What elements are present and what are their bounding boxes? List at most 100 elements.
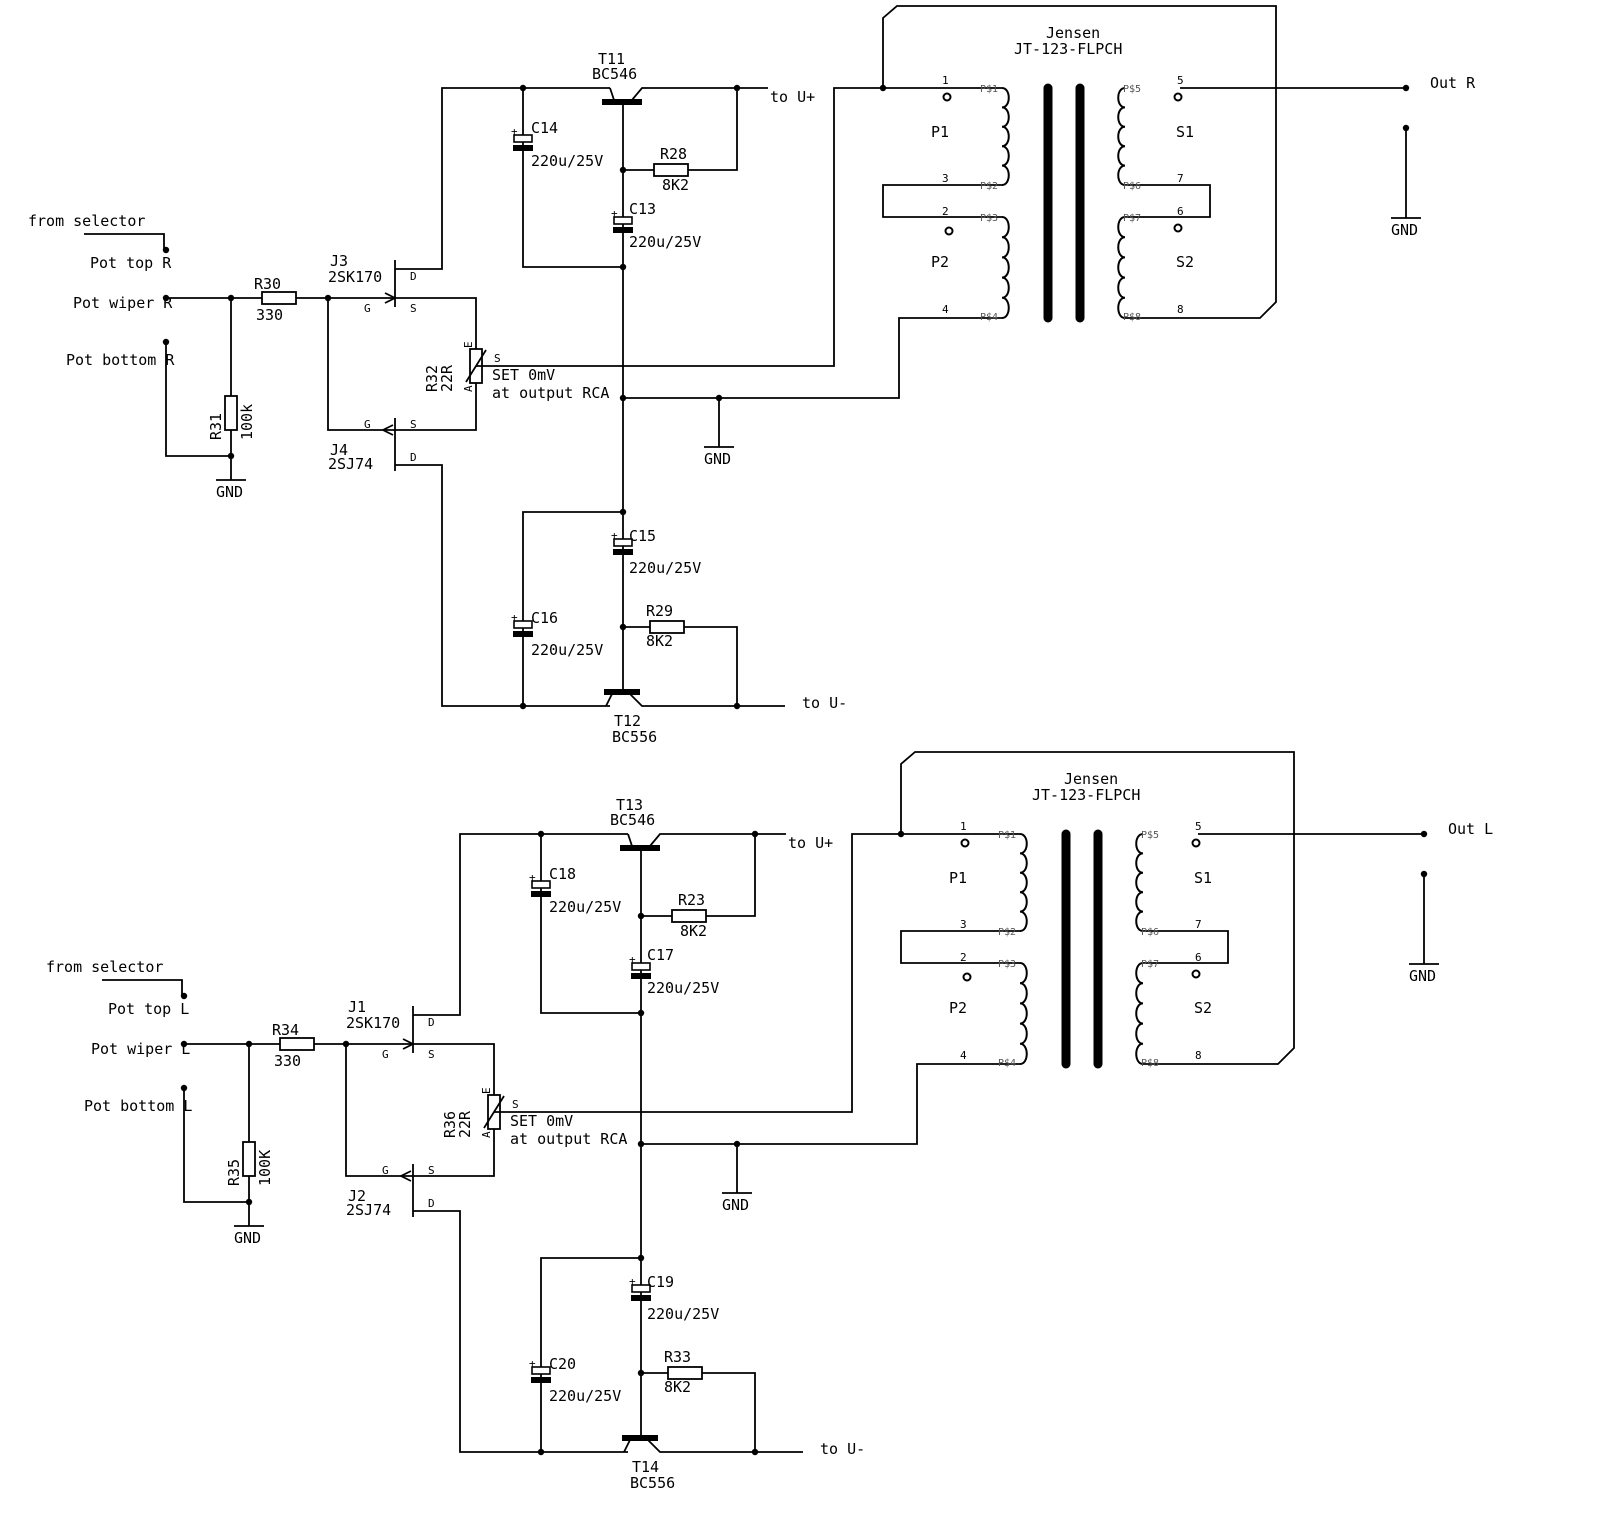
cap-c13-value: 220u/25V xyxy=(629,233,701,251)
jfet-p-part: 2SJ74 xyxy=(328,455,373,473)
p1-phase-dot xyxy=(960,838,970,848)
p1-phase-dot xyxy=(942,92,952,102)
pnp-part: BC556 xyxy=(630,1474,675,1492)
junction-dot xyxy=(1402,84,1410,92)
wire-c14 xyxy=(540,834,641,1014)
pad-label: P$7 xyxy=(1123,213,1141,224)
jfet-p-arrow xyxy=(398,1170,412,1182)
s1-phase-dot xyxy=(1173,92,1183,102)
cap-c15-ref: C15 xyxy=(629,527,656,545)
wire-pot-bottom xyxy=(165,342,231,457)
winding-s1 xyxy=(1135,833,1144,932)
wire-jfet-p-drain xyxy=(395,464,610,707)
winding-s1 xyxy=(1117,87,1126,186)
junction-dot xyxy=(637,1009,645,1017)
capacitor-plus-sign: + xyxy=(511,611,518,624)
winding-s2 xyxy=(1135,962,1144,1065)
label-pot-top: Pot top R xyxy=(90,254,172,272)
trimmer-pin-s: S xyxy=(494,352,501,365)
wire-jfet-n-drain xyxy=(413,833,628,1016)
resistor-shunt xyxy=(242,1141,256,1177)
jfet-p-pin-d: D xyxy=(428,1197,435,1210)
jfet-n-pin-d: D xyxy=(410,270,417,283)
capacitor-c16: + xyxy=(529,1357,551,1383)
capacitor-c14: + xyxy=(511,125,533,151)
winding-p2 xyxy=(1001,216,1010,319)
resistor-bottom xyxy=(667,1366,703,1380)
gnd-label: GND xyxy=(1391,221,1418,239)
junction-dot xyxy=(537,1448,545,1456)
pnp-ref: T14 xyxy=(632,1458,659,1476)
label-pot-bottom: Pot bottom R xyxy=(66,351,175,369)
pin-number: 2 xyxy=(960,951,967,964)
capacitor-plus-sign: + xyxy=(611,529,618,542)
wire-from-selector xyxy=(84,233,165,249)
label-pot-bottom: Pot bottom L xyxy=(84,1097,192,1115)
transformer-outline xyxy=(882,5,1277,319)
r-bottom-value: 8K2 xyxy=(646,632,673,650)
gnd-label: GND xyxy=(1409,967,1436,985)
jfet-p-part: 2SJ74 xyxy=(346,1201,391,1219)
wire-pnp-emitter xyxy=(623,1439,631,1453)
cap-c13-value: 220u/25V xyxy=(647,979,719,997)
label-from-selector: from selector xyxy=(46,958,163,976)
wire-npn-emitter xyxy=(627,833,633,847)
wire-npn-collector xyxy=(649,833,786,847)
winding-label-s1: S1 xyxy=(1194,869,1212,887)
winding-p2 xyxy=(1019,962,1028,1065)
capacitor-plus-sign: + xyxy=(529,1357,536,1370)
label-pot-top: Pot top L xyxy=(108,1000,189,1018)
wire-npn-collector xyxy=(631,87,768,101)
pnp-part: BC556 xyxy=(612,728,657,746)
wire-trimmer-wiper xyxy=(476,87,885,367)
cap-c14-value: 220u/25V xyxy=(531,152,603,170)
capacitor-plus-sign: + xyxy=(629,1275,636,1288)
capacitor-plus-sign: + xyxy=(511,125,518,138)
wire-pot-bottom xyxy=(183,1088,249,1203)
wire-jfet-p-drain xyxy=(413,1210,628,1453)
npn-ref: T13 xyxy=(616,796,643,814)
pad-label: P$2 xyxy=(980,181,998,192)
resistor-series xyxy=(279,1037,315,1051)
resistor-series xyxy=(261,291,297,305)
capacitor-positive-plate xyxy=(613,216,633,225)
capacitor-positive-plate xyxy=(513,620,533,629)
wire-from-selector xyxy=(102,979,183,995)
series-resistor-value: 330 xyxy=(256,306,283,324)
cap-c13-ref: C13 xyxy=(629,200,656,218)
trim-note-line2: at output RCA xyxy=(510,1130,627,1148)
capacitor-plus-sign: + xyxy=(611,207,618,220)
gnd-label: GND xyxy=(234,1229,261,1247)
pad-label: P$6 xyxy=(1123,181,1141,192)
series-resistor-ref: R34 xyxy=(272,1021,299,1039)
transformer-outline xyxy=(900,751,1295,1065)
pin-number: 2 xyxy=(942,205,949,218)
capacitor-positive-plate xyxy=(531,880,551,889)
pad-label: P$6 xyxy=(1141,927,1159,938)
winding-label-p1: P1 xyxy=(949,869,967,887)
wire-secondary-series xyxy=(1125,184,1211,218)
label-pot-wiper: Pot wiper L xyxy=(91,1040,190,1058)
capacitor-c16: + xyxy=(511,611,533,637)
pad-label: P$8 xyxy=(1123,312,1141,323)
transformer-model: JT-123-FLPCH xyxy=(1032,786,1140,804)
junction-dot xyxy=(879,84,887,92)
wire-pnp-collector xyxy=(647,1439,803,1453)
output-label: Out L xyxy=(1448,820,1493,838)
wire-pnp-collector xyxy=(629,693,785,707)
wire-pnp-emitter xyxy=(605,693,613,707)
winding-p1 xyxy=(1001,87,1010,186)
pin-number: 6 xyxy=(1177,205,1184,218)
junction-dot xyxy=(897,830,905,838)
junction-dot xyxy=(619,263,627,271)
trimmer-pin-s: S xyxy=(512,1098,519,1111)
pin-number: 5 xyxy=(1177,74,1184,87)
wire-r-bottom xyxy=(641,1372,756,1452)
pin-number: 6 xyxy=(1195,951,1202,964)
r-top-ref: R23 xyxy=(678,891,705,909)
supply-pos-label: to U+ xyxy=(788,834,833,852)
pnp-ref: T12 xyxy=(614,712,641,730)
capacitor-c15: + xyxy=(611,529,633,555)
gnd-label: GND xyxy=(216,483,243,501)
